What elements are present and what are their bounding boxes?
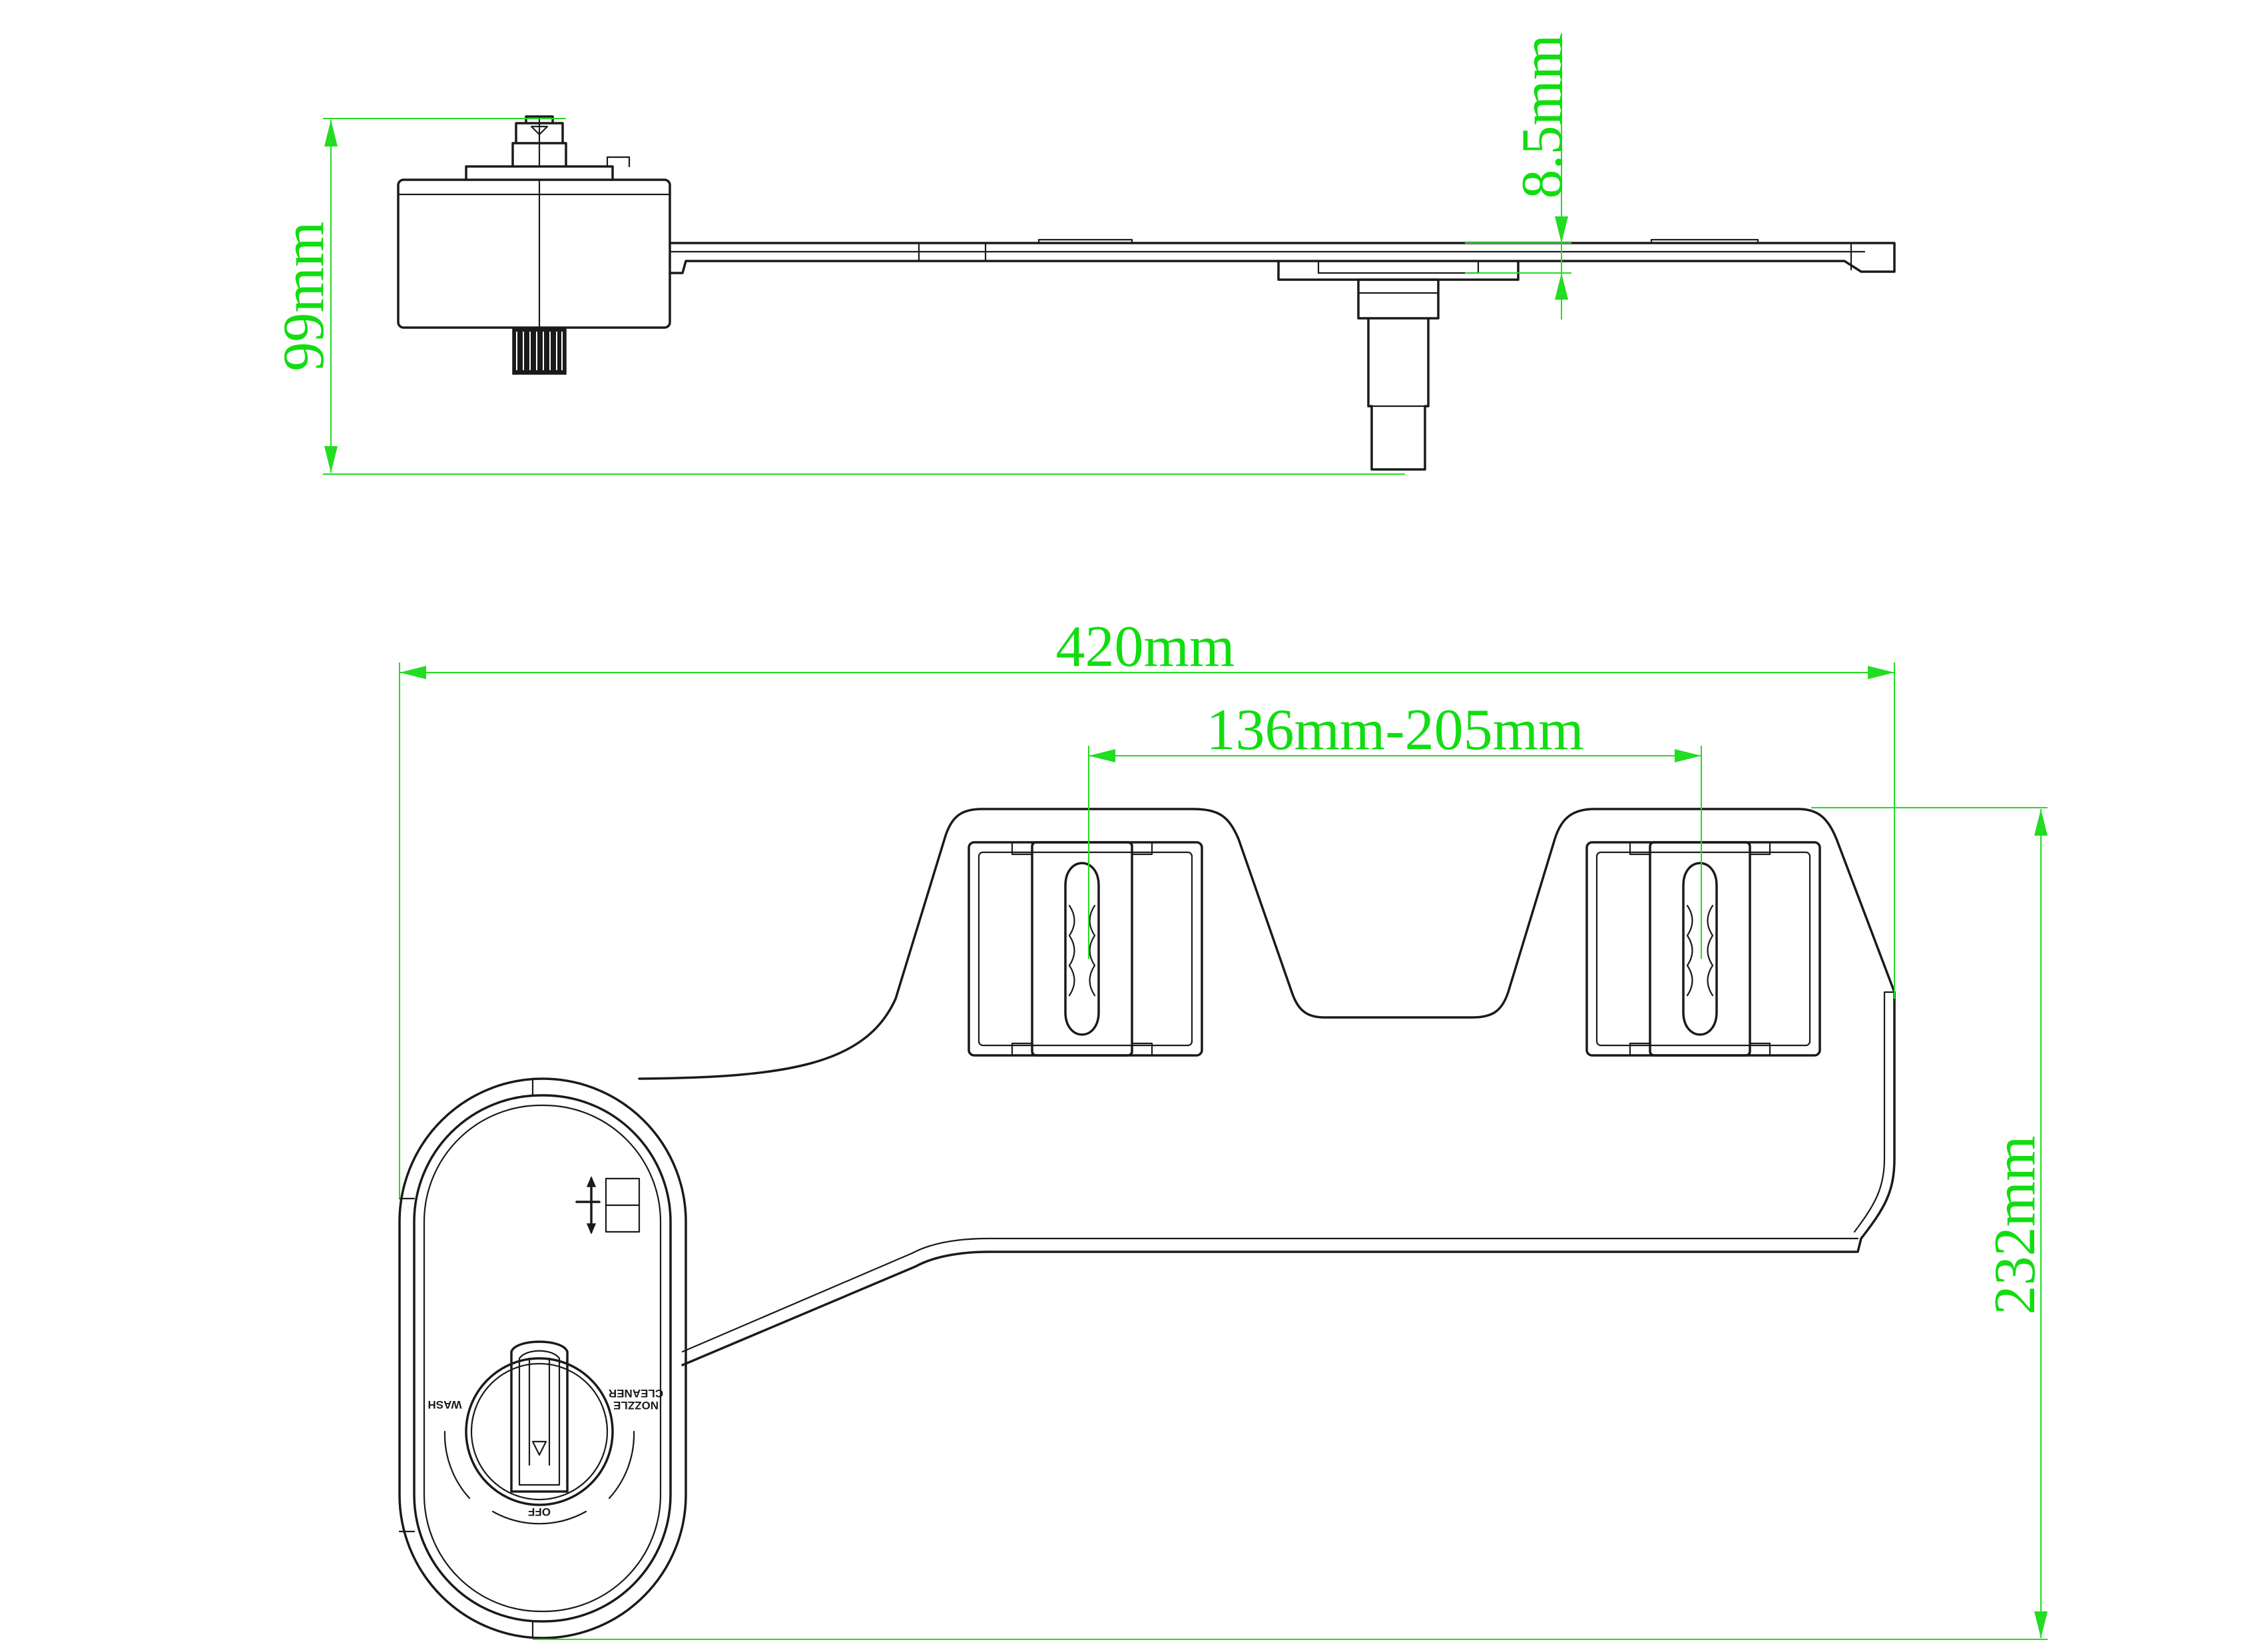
side-height-label: 99mm — [272, 222, 336, 372]
pressure-adjust-icon — [575, 1176, 641, 1235]
knob-label-nozzle: NOZZLE — [613, 1399, 659, 1412]
side-nozzle-collar — [1357, 278, 1440, 320]
right-mount-bracket — [1585, 841, 1821, 1057]
right-slot — [1682, 862, 1718, 1036]
left-mount-bracket — [968, 841, 1203, 1057]
side-dimensions: 99mm 8.5mm — [272, 33, 1575, 475]
top-view: WASH NOZZLE CLEANER OFF — [398, 808, 1896, 1639]
top-control-panel-inner — [413, 1094, 672, 1623]
knob-label-cleaner: CLEANER — [609, 1387, 663, 1400]
side-arm — [669, 242, 1896, 274]
side-thickness-label: 8.5mm — [1510, 35, 1575, 199]
side-control-box — [397, 178, 671, 329]
side-view — [397, 115, 1896, 471]
side-nozzle — [1367, 317, 1430, 471]
top-length-label: 420mm — [1056, 615, 1235, 679]
top-dimensions: 420mm 136mm-205mm 232mm — [399, 615, 2048, 1640]
left-slot — [1064, 862, 1100, 1036]
side-mount-bracket — [1277, 260, 1520, 281]
top-control-panel-outer — [398, 1077, 687, 1639]
control-knob — [443, 1340, 635, 1525]
knob-label-wash: WASH — [428, 1398, 462, 1411]
top-slot-range-label: 136mm-205mm — [1206, 698, 1583, 762]
top-body-outline — [638, 808, 1896, 1366]
knob-label-off: OFF — [528, 1506, 551, 1518]
top-width-label: 232mm — [1983, 1136, 2048, 1315]
side-threaded-inlet — [512, 327, 567, 375]
